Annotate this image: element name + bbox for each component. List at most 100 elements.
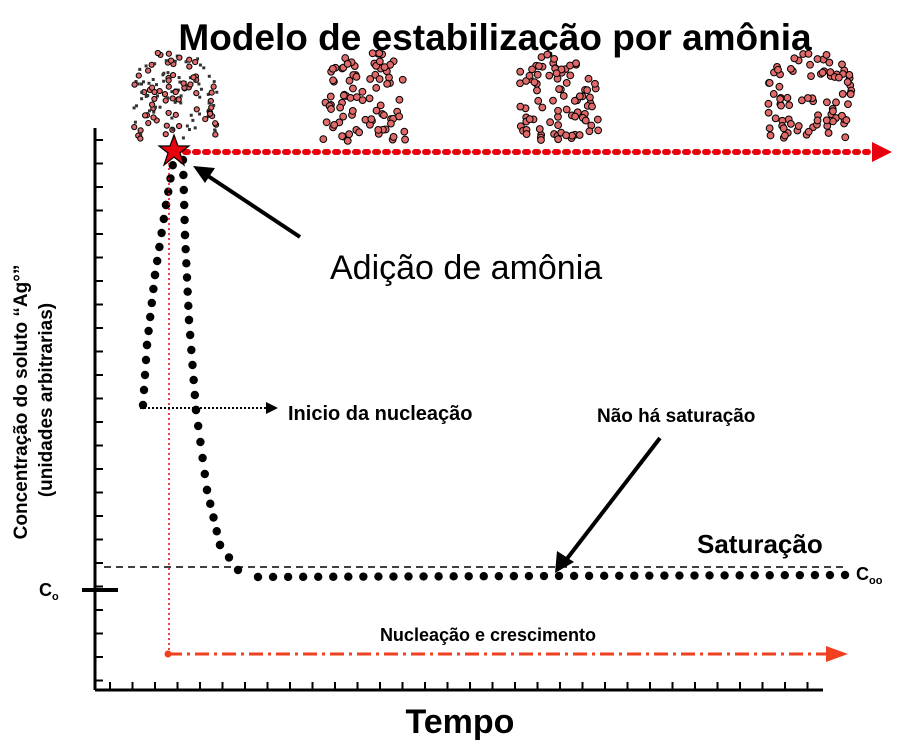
particle xyxy=(790,54,799,63)
particle xyxy=(329,76,337,85)
particle xyxy=(212,120,219,127)
curve-dot xyxy=(584,571,594,581)
curve-dot xyxy=(283,572,293,582)
particle xyxy=(345,130,354,139)
particle xyxy=(822,116,831,125)
particle xyxy=(330,120,339,129)
particle xyxy=(137,135,144,142)
particle xyxy=(186,63,193,70)
particle xyxy=(179,94,183,98)
particle xyxy=(588,102,596,111)
curve-dot xyxy=(615,571,624,580)
curve-dot xyxy=(139,385,149,395)
particle xyxy=(764,99,773,108)
curve-dot xyxy=(182,259,191,268)
curve-dot xyxy=(434,572,443,581)
particle xyxy=(164,59,168,63)
particle xyxy=(180,80,187,87)
particle xyxy=(594,126,603,135)
particle xyxy=(383,79,392,88)
x-axis-label: Tempo xyxy=(406,703,515,740)
particle xyxy=(583,86,592,95)
particle xyxy=(346,94,355,102)
particle xyxy=(192,58,199,66)
particle xyxy=(153,62,157,66)
particle xyxy=(764,108,773,117)
particle xyxy=(202,115,209,123)
curve-dot xyxy=(212,527,221,536)
particle xyxy=(352,72,361,81)
particle xyxy=(566,71,575,80)
curve-dot xyxy=(166,174,175,183)
particle xyxy=(554,121,563,130)
ammonia-pointer-arrow xyxy=(203,172,302,239)
particle xyxy=(147,109,151,113)
particle xyxy=(842,116,851,125)
particle xyxy=(327,105,335,113)
particle xyxy=(825,58,834,67)
curve-dot xyxy=(569,571,579,581)
particle xyxy=(193,106,200,113)
particle xyxy=(591,79,599,88)
y-axis xyxy=(93,128,103,690)
particle xyxy=(144,64,148,68)
particle xyxy=(193,90,200,97)
particle xyxy=(386,119,395,128)
particle xyxy=(212,131,219,138)
curve-dot xyxy=(142,340,152,350)
particle xyxy=(845,71,854,79)
particle xyxy=(207,101,211,105)
particle xyxy=(776,95,785,103)
particle xyxy=(171,127,175,131)
saturation-label: Saturação xyxy=(697,529,823,559)
particle xyxy=(367,115,376,124)
curve-dot xyxy=(810,570,820,580)
particle xyxy=(169,72,177,79)
curve-dot xyxy=(140,370,150,380)
particle xyxy=(179,101,183,105)
particle xyxy=(173,100,177,104)
particle xyxy=(375,49,384,58)
curve-dot xyxy=(720,571,729,580)
y-axis-ticks xyxy=(95,139,103,682)
particle xyxy=(191,118,195,122)
particle xyxy=(161,73,165,77)
no-saturation-arrowhead xyxy=(555,551,574,573)
particle xyxy=(165,77,172,84)
particle xyxy=(395,112,404,121)
particle xyxy=(166,96,170,100)
particle xyxy=(134,104,138,108)
particle xyxy=(783,93,792,102)
particle xyxy=(775,82,784,91)
curve-dot xyxy=(183,287,192,296)
particle xyxy=(202,66,206,70)
particle xyxy=(395,95,404,104)
particle xyxy=(134,79,138,83)
particle xyxy=(131,123,138,131)
particle xyxy=(336,103,345,112)
particle xyxy=(570,96,579,105)
curve-dot xyxy=(159,214,168,224)
nucleation-start-arrowhead xyxy=(266,402,278,414)
particle xyxy=(206,115,210,119)
particle xyxy=(562,79,571,87)
curve-dot xyxy=(780,571,789,580)
curve-dot xyxy=(149,284,158,294)
curve-dot xyxy=(735,571,744,580)
curve-dot xyxy=(539,571,549,581)
particle xyxy=(525,115,534,124)
particle xyxy=(348,107,357,115)
particle xyxy=(528,65,536,74)
particle xyxy=(131,81,138,88)
particle xyxy=(156,87,163,95)
particle xyxy=(158,105,162,109)
particle xyxy=(838,90,847,98)
particle xyxy=(358,87,367,96)
curve-dot xyxy=(200,469,209,479)
particle xyxy=(339,91,348,100)
curve-dot xyxy=(660,571,669,580)
curve-dot xyxy=(180,230,190,240)
particle xyxy=(380,63,389,71)
curve-dot xyxy=(314,572,323,581)
